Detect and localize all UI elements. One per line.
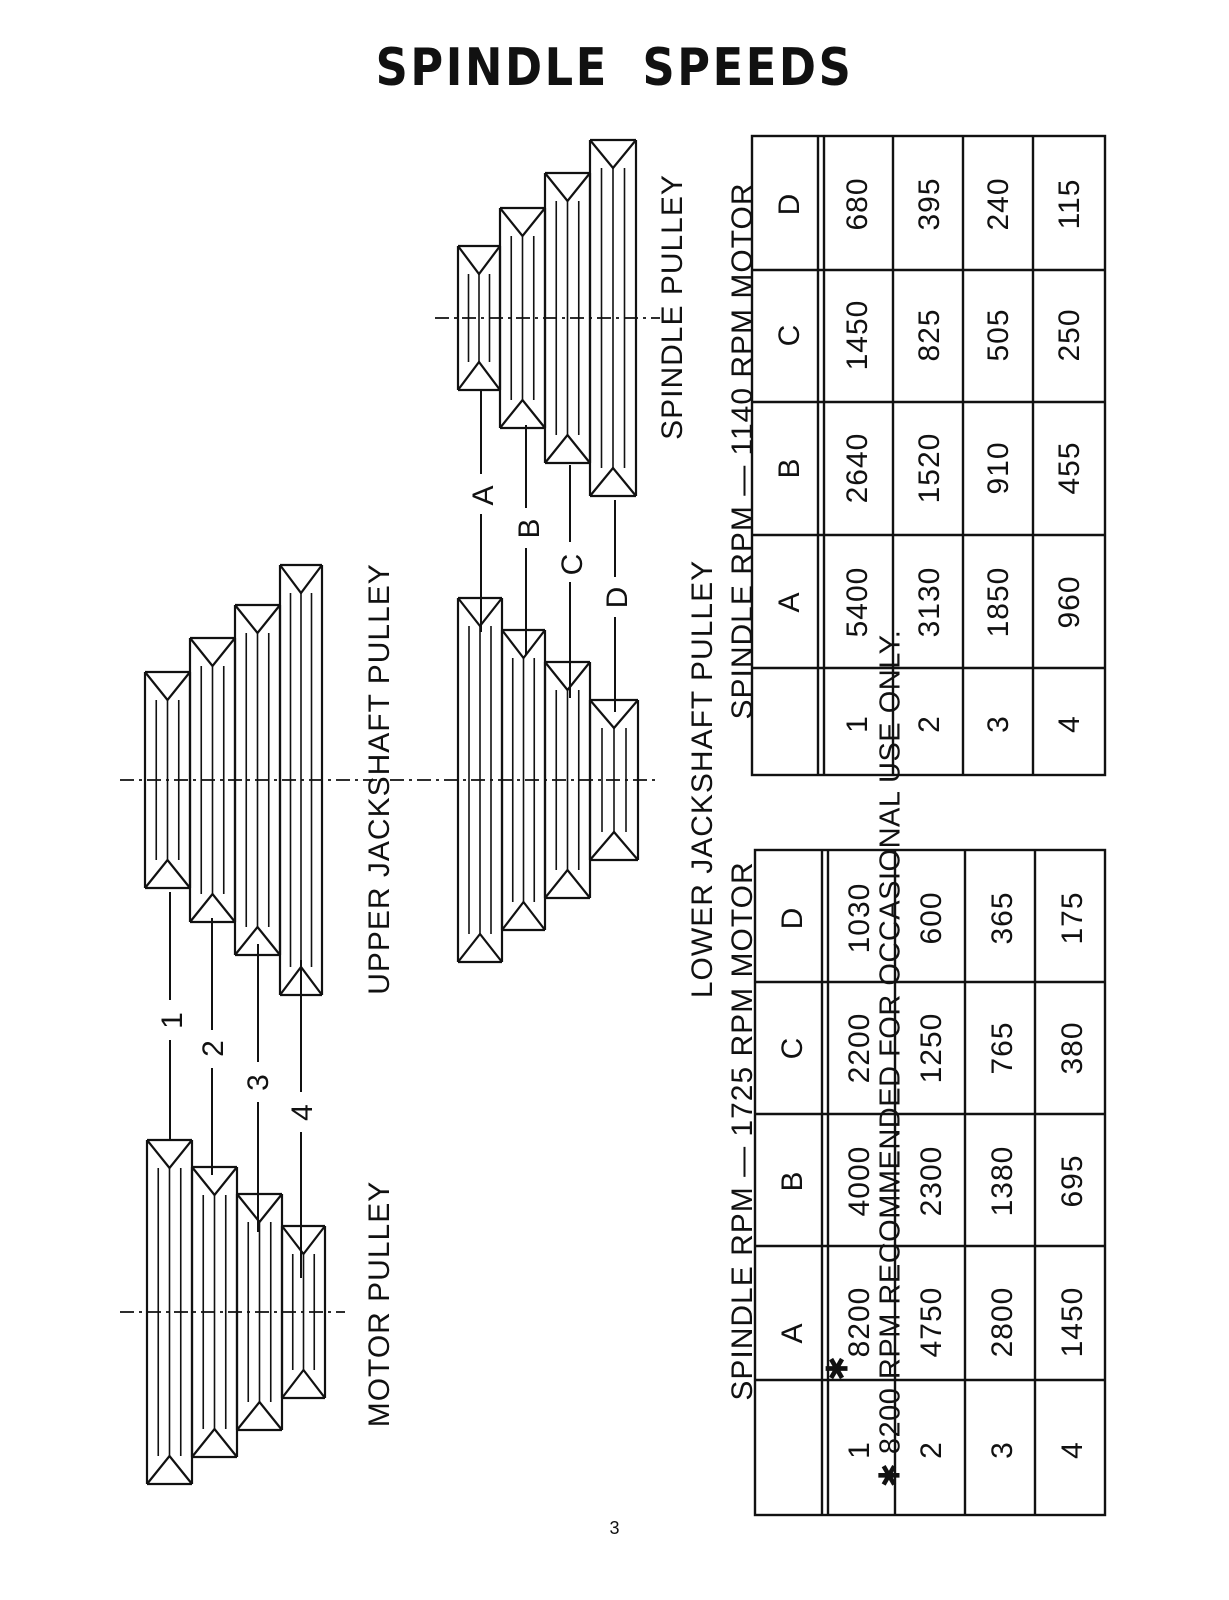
col-header-d: D [776,906,809,930]
table-cell: 2800 [986,1286,1019,1358]
table-cell: 380 [1056,1021,1089,1075]
col-header-d: D [773,192,806,216]
table-cell: 175 [1056,891,1089,945]
col-header-a: A [776,1322,809,1344]
table-cell: 395 [913,177,946,231]
belt-number-3: 3 [242,1073,275,1091]
table-cell: 115 [1053,178,1086,230]
row-label: 3 [986,1441,1019,1459]
table-cell: 695 [1056,1154,1089,1208]
footnote: ✱ 8200 RPM RECOMMENDED FOR OCCASIONAL US… [874,629,907,1488]
table-cell: 765 [986,1021,1019,1075]
spindle-pulley-label: SPINDLE PULLEY [656,174,689,440]
table-cell: 1450 [1056,1286,1089,1358]
table-cell: 910 [982,441,1015,495]
table-1140-grid [750,134,1107,777]
table-cell: 1380 [986,1145,1019,1217]
belt-number-4: 4 [286,1103,319,1121]
belt-letter-c: C [556,552,589,576]
col-header-c: C [776,1036,809,1060]
belt-letter-b: B [513,517,546,539]
table-cell: 1520 [913,432,946,504]
col-header-b: B [776,1170,809,1192]
table-cell: 825 [913,308,946,362]
col-header-b: B [773,457,806,479]
table-1140-title: SPINDLE RPM — 1140 RPM MOTOR [726,182,759,720]
spindle-pulley-drawing [456,138,638,498]
asterisk-mark: ✱ [821,1354,855,1382]
belt-number-2: 2 [197,1039,230,1057]
col-header-c: C [773,323,806,347]
belt-letter-d: D [601,585,634,609]
table-cell: 600 [915,891,948,945]
row-label: 4 [1053,715,1086,733]
table-cell: 455 [1053,441,1086,495]
row-label: 2 [913,715,946,733]
table-cell: 505 [982,308,1015,362]
upper-jackshaft-pulley-label: UPPER JACKSHAFT PULLEY [363,563,396,995]
row-label: 2 [915,1441,948,1459]
lower-jackshaft-pulley-label: LOWER JACKSHAFT PULLEY [686,559,719,999]
table-cell: 960 [1053,575,1086,629]
page-title: SPINDLE SPEEDS [375,38,854,98]
table-cell: 365 [986,891,1019,945]
col-header-a: A [773,591,806,613]
belt-number-1: 1 [156,1011,189,1029]
table-cell: 240 [982,177,1015,231]
table-cell: 2640 [841,432,874,504]
motor-pulley-label: MOTOR PULLEY [363,1180,396,1428]
table-cell: 680 [841,177,874,231]
row-label: 3 [982,715,1015,733]
table-cell: 3130 [913,566,946,638]
table-cell: 250 [1053,308,1086,362]
row-label: 4 [1056,1441,1089,1459]
table-cell: 1250 [915,1012,948,1084]
belt-letter-a: A [467,484,500,506]
table-cell: 4750 [915,1286,948,1358]
row-label: 1 [841,715,874,733]
table-1725-grid [753,848,1107,1517]
table-cell: 1450 [841,299,874,371]
table-cell: 1850 [982,566,1015,638]
page-number: 3 [609,1518,620,1538]
table-cell: 5400 [841,566,874,638]
table-1725-title: SPINDLE RPM — 1725 RPM MOTOR [726,861,759,1401]
table-cell: 2300 [915,1145,948,1217]
